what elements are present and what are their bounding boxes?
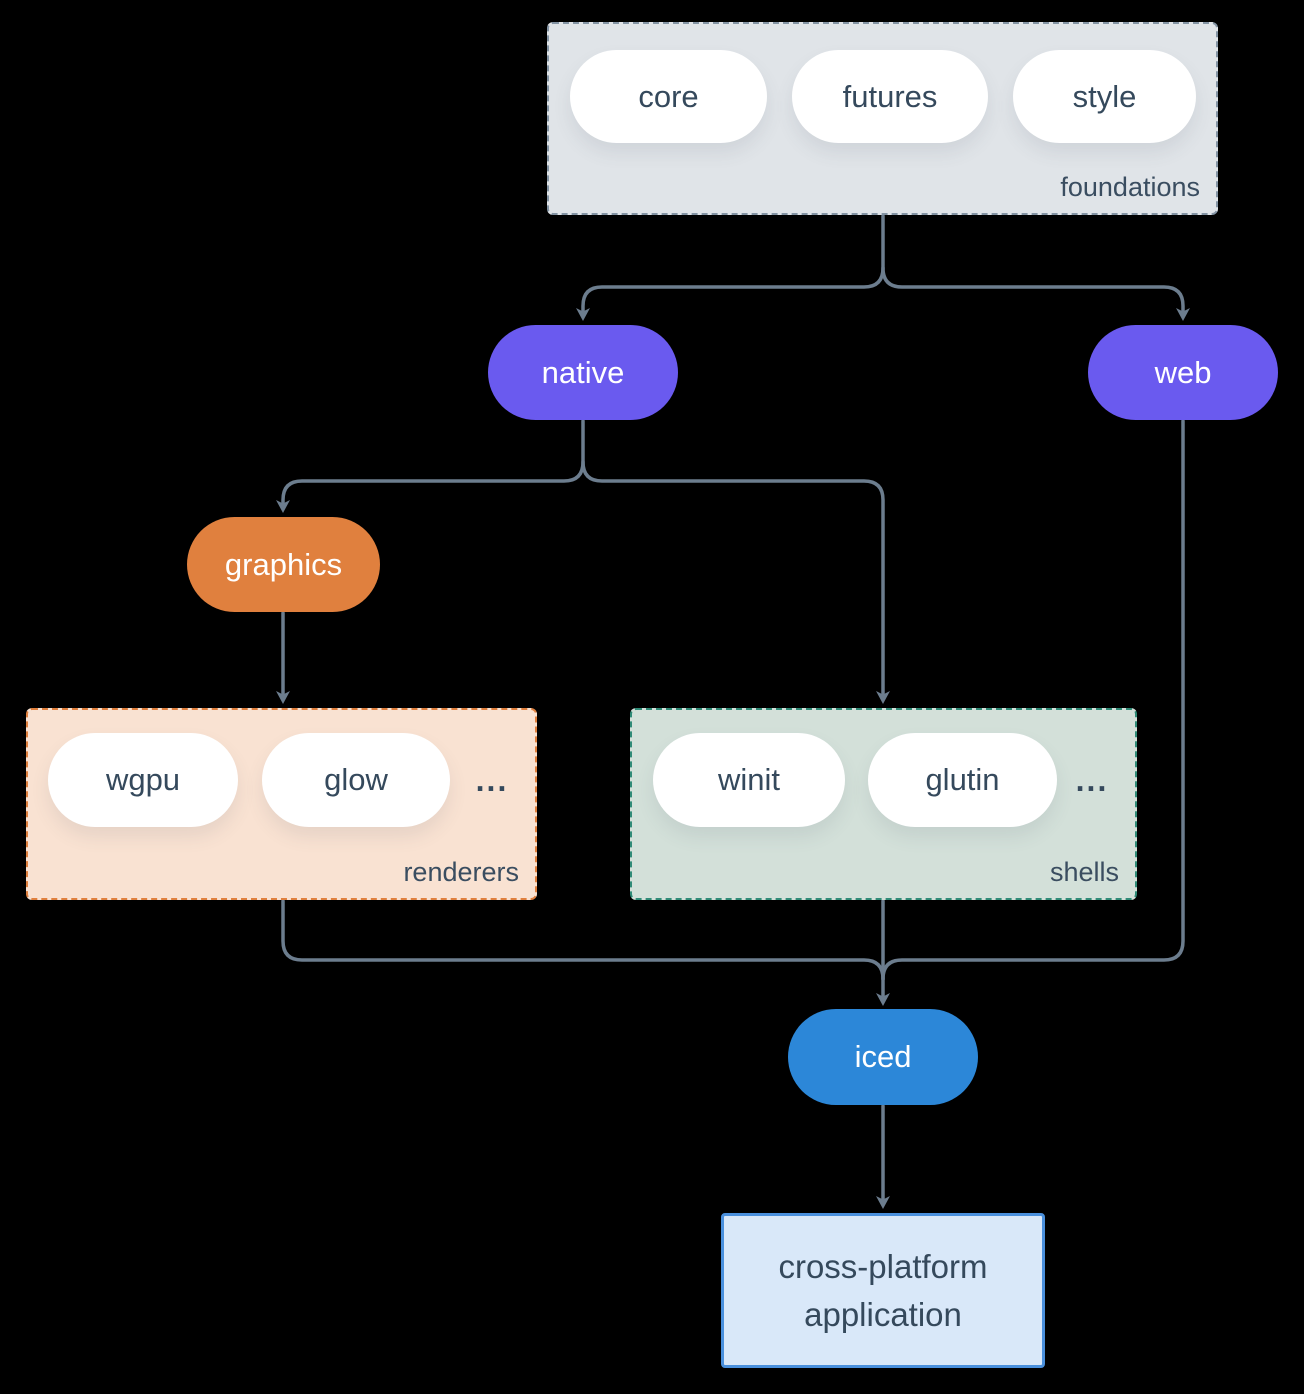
application-label: cross-platform application <box>778 1247 988 1333</box>
edge-web-to-junction <box>881 419 1185 981</box>
application-box: cross-platform application <box>721 1213 1045 1368</box>
shells-group-label: shells <box>1049 857 1119 887</box>
pill-style: style <box>1013 50 1196 143</box>
edge-foundations-to-web <box>881 266 1190 321</box>
edge-native-to-graphics <box>276 419 585 513</box>
pill-glutin: glutin <box>868 733 1057 827</box>
pill-wgpu: wgpu <box>48 733 238 827</box>
foundations-group-label: foundations <box>1060 172 1200 202</box>
node-iced: iced <box>788 1009 978 1105</box>
pill-core: core <box>570 50 767 143</box>
node-graphics: graphics <box>187 517 380 612</box>
renderers-group-label: renderers <box>403 857 519 887</box>
node-native: native <box>488 325 678 420</box>
pill-glow: glow <box>262 733 450 827</box>
edge-foundations-to-native <box>576 214 885 321</box>
edge-renderers-to-junction <box>281 899 885 981</box>
node-web: web <box>1088 325 1278 420</box>
renderers-ellipsis: ... <box>475 761 509 798</box>
edge-native-to-shells <box>581 460 890 704</box>
pill-futures: futures <box>792 50 988 143</box>
pill-winit: winit <box>653 733 845 827</box>
shells-ellipsis: ... <box>1075 761 1109 798</box>
